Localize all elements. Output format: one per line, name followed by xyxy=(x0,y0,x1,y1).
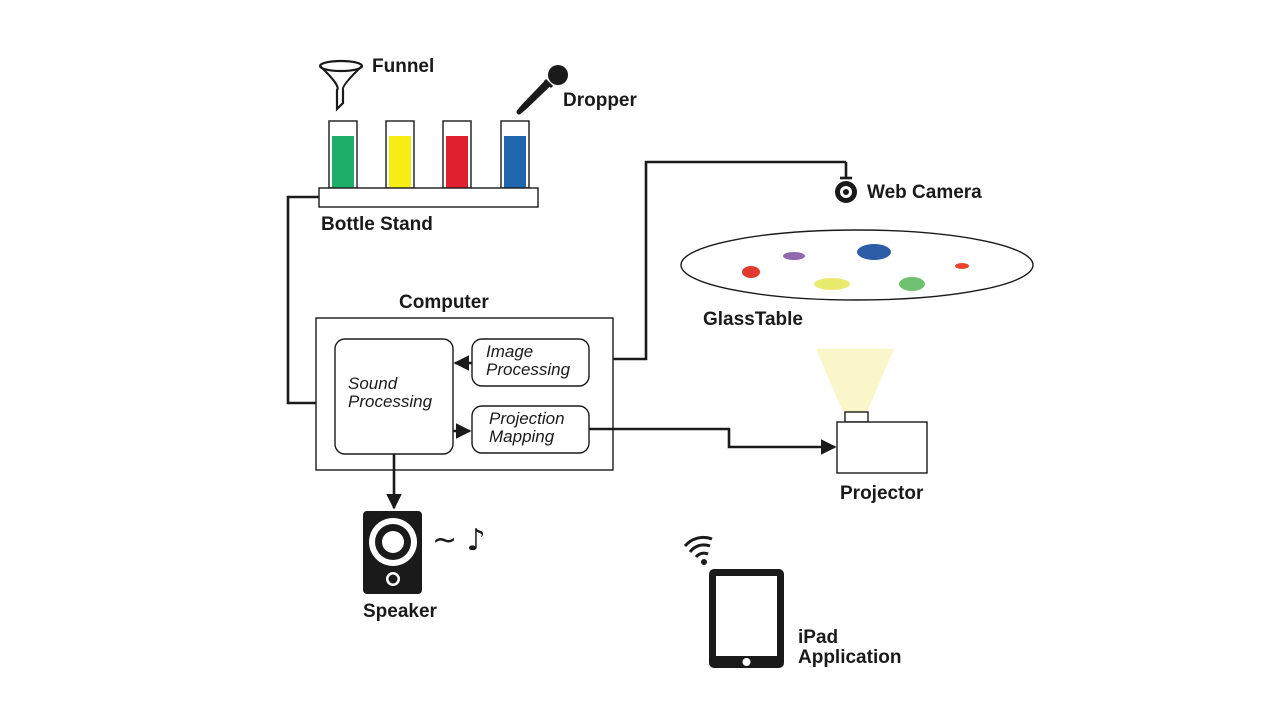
dropper-label: Dropper xyxy=(563,90,637,111)
dropper-icon xyxy=(516,65,568,115)
glass-table-shape xyxy=(680,229,1034,301)
web-camera-label: Web Camera xyxy=(867,182,982,203)
glass-table-label: GlassTable xyxy=(703,309,803,330)
ipad-icon xyxy=(709,569,784,668)
projector-icon xyxy=(816,349,928,474)
bottle-stand-shape xyxy=(318,187,539,208)
bottle-stand-label: Bottle Stand xyxy=(321,214,433,235)
projector-label: Projector xyxy=(840,483,924,504)
color-spot xyxy=(899,277,925,291)
speaker-icon xyxy=(363,511,422,594)
computer-label: Computer xyxy=(399,292,489,313)
speaker-label: Speaker xyxy=(363,601,437,622)
wire-projection-to-projector xyxy=(589,427,837,455)
wifi-icon xyxy=(683,535,713,565)
color-spot xyxy=(955,263,969,269)
bottles xyxy=(328,120,530,189)
color-spot xyxy=(742,266,760,278)
color-spot xyxy=(783,252,805,260)
color-spot xyxy=(814,278,850,290)
web-camera-icon xyxy=(835,162,857,203)
wire-stand-to-sound xyxy=(286,195,335,411)
funnel-icon xyxy=(318,59,364,112)
wire-camera-to-image xyxy=(587,160,846,367)
ipad-application-label: iPad Application xyxy=(798,627,902,668)
sound-processing-label: Sound Processing xyxy=(348,374,433,412)
projection-mapping-label: Projection Mapping xyxy=(489,409,565,447)
music-note-icon: ~ ♪ xyxy=(432,523,486,558)
color-spot xyxy=(857,244,891,260)
funnel-label: Funnel xyxy=(372,56,435,77)
image-processing-label: Image Processing xyxy=(486,342,571,380)
